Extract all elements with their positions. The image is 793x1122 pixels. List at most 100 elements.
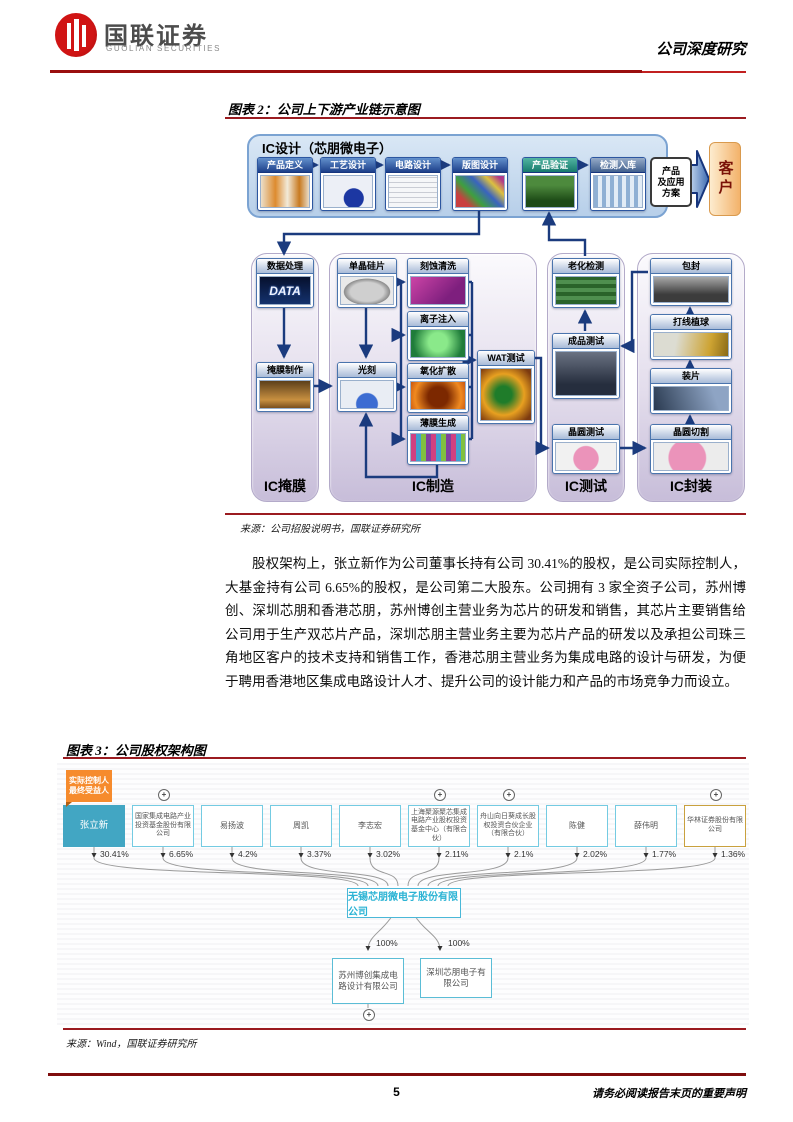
stake-percent: 2.02% <box>583 849 608 859</box>
node-wat-test: WAT测试 <box>477 350 535 424</box>
stake-percent: 1.77% <box>652 849 677 859</box>
figure3-title-rule <box>63 757 746 759</box>
subsidiary-name: 深圳芯朋电子有限公司 <box>426 966 486 988</box>
node-mask-making: 掩膜制作 <box>256 362 314 412</box>
header-rule-thin <box>642 71 746 73</box>
shareholder-name: 易扬波 <box>220 820 244 830</box>
stake-percent: 3.37% <box>307 849 332 859</box>
node-data-processing: 数据处理 DATA <box>256 258 314 308</box>
subsidiary-box: 深圳芯朋电子有限公司 <box>420 958 492 998</box>
node-label: 成品测试 <box>553 334 619 349</box>
figure2-title-rule <box>225 117 746 119</box>
figure2-bottom-rule <box>225 513 746 515</box>
stake-percent: 100% <box>376 938 398 948</box>
final-test-thumb <box>555 351 617 396</box>
subsidiary-box: 苏州博创集成电路设计有限公司 <box>332 958 404 1004</box>
node-label: 产品定义 <box>258 158 312 173</box>
shareholder-name: 张立新 <box>79 819 109 831</box>
node-label: 老化检测 <box>553 259 619 274</box>
plus-icon: + <box>710 789 722 801</box>
node-label: 晶圆测试 <box>553 425 619 440</box>
mask-making-thumb <box>259 380 311 409</box>
shareholder-name: 陈健 <box>569 820 585 830</box>
footer-disclaimer: 请务必阅读报告末页的重要声明 <box>592 1088 746 1100</box>
stake-percent: 6.65% <box>169 849 194 859</box>
node-label: 数据处理 <box>257 259 313 274</box>
circuit-design-thumb <box>388 175 438 208</box>
shareholder-name: 华林证券股份有限公司 <box>687 817 743 833</box>
node-circuit-design: 电路设计 <box>385 157 441 211</box>
product-verification-thumb <box>525 175 575 208</box>
wat-test-thumb <box>480 368 532 421</box>
wafer-test-thumb <box>555 442 617 471</box>
tag-line: 实际控制人 <box>69 776 109 785</box>
ic-fab-label: IC制造 <box>412 478 454 494</box>
node-wafer: 单晶硅片 <box>337 258 397 308</box>
plus-icon: + <box>363 1009 375 1021</box>
body-paragraph: 股权架构上，张立新作为公司董事长持有公司 30.41%的股权，是公司实际控制人，… <box>225 556 746 689</box>
node-wafer-test: 晶圆测试 <box>552 424 620 474</box>
node-final-test: 成品测试 <box>552 333 620 399</box>
wafer-thumb <box>340 276 394 305</box>
aging-test-thumb <box>555 276 617 305</box>
shareholder-box: 上海聚源聚芯集成电路产业股权投资基金中心（有限合伙） <box>408 805 470 847</box>
stake-percent: 4.2% <box>238 849 258 859</box>
brand-name-en: GUOLIAN SECURITIES <box>106 44 222 53</box>
report-type-label: 公司深度研究 <box>655 42 746 58</box>
ion-implant-thumb <box>410 329 466 358</box>
shareholder-box: 周凯 <box>270 805 332 847</box>
node-process-design: 工艺设计 <box>320 157 376 211</box>
node-product-verification: 产品验证 <box>522 157 578 211</box>
page-number: 5 <box>393 1085 400 1099</box>
wire-bonding-thumb <box>653 332 729 357</box>
figure2-source: 来源：公司招股说明书，国联证券研究所 <box>240 524 420 535</box>
etch-clean-thumb <box>410 276 466 305</box>
stake-percent: 3.02% <box>376 849 401 859</box>
parent-company-box: 无锡芯朋微电子股份有限公司 <box>347 888 461 918</box>
node-label: 产品验证 <box>523 158 577 173</box>
node-label: 工艺设计 <box>321 158 375 173</box>
deliver-line: 方案 <box>661 187 680 198</box>
customer-box: 客户 <box>709 142 741 216</box>
node-etch-clean: 刻蚀清洗 <box>407 258 469 308</box>
stake-percent: 30.41% <box>100 849 129 859</box>
shareholder-box: 国家集成电路产业投资基金股份有限公司 <box>132 805 194 847</box>
stake-percent: 1.36% <box>721 849 746 859</box>
footer-rule <box>48 1073 746 1076</box>
logo-bar-icon <box>74 19 79 51</box>
figure3-source: 来源：Wind，国联证券研究所 <box>66 1039 197 1050</box>
node-label: 版图设计 <box>453 158 507 173</box>
lithography-thumb <box>340 380 394 409</box>
shareholder-box: 薛伟明 <box>615 805 677 847</box>
stake-percent: 2.11% <box>445 849 469 859</box>
node-ion-implant: 离子注入 <box>407 311 469 361</box>
node-label: 电路设计 <box>386 158 440 173</box>
plus-icon: + <box>434 789 446 801</box>
film-deposition-thumb <box>410 433 466 462</box>
node-label: WAT测试 <box>478 351 534 366</box>
figure3-title: 图表 3：公司股权架构图 <box>66 743 206 758</box>
shareholder-box: 陈健 <box>546 805 608 847</box>
node-label: 氧化扩散 <box>408 364 468 379</box>
node-label: 单晶硅片 <box>338 259 396 274</box>
shareholder-name: 李志宏 <box>358 820 382 830</box>
node-lithography: 光刻 <box>337 362 397 412</box>
ic-mask-label: IC掩膜 <box>264 478 306 494</box>
node-label: 包封 <box>651 259 731 274</box>
stake-percent: 100% <box>448 938 470 948</box>
node-layout-design: 版图设计 <box>452 157 508 211</box>
product-application-box: 产品 及应用 方案 <box>650 157 692 207</box>
ic-package-label: IC封装 <box>670 478 712 494</box>
node-wire-bonding: 打线植球 <box>650 314 732 360</box>
process-design-thumb <box>323 175 373 208</box>
guolian-logo-icon <box>55 13 97 57</box>
node-encapsulation: 包封 <box>650 258 732 306</box>
ic-test-label: IC测试 <box>565 478 607 494</box>
logo-bar-icon <box>67 23 71 49</box>
node-aging-test: 老化检测 <box>552 258 620 308</box>
shareholder-box: 张立新 <box>63 805 125 847</box>
layout-design-thumb <box>455 175 505 208</box>
tag-line: 最终受益人 <box>69 786 109 795</box>
stake-percent: 2.1% <box>514 849 534 859</box>
